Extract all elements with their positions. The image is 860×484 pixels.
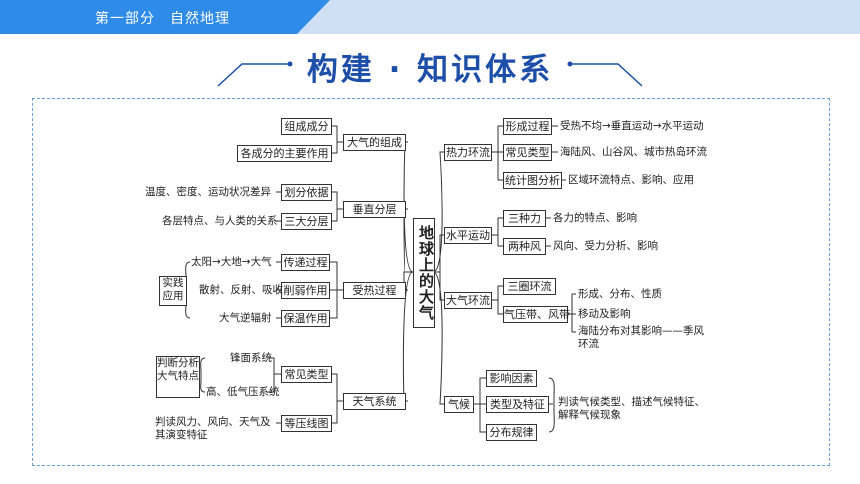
note-circulation-monsoon: 海陆分布对其影响——季风环流 [578,325,704,350]
side-analysis: 判断分析大气特点 [156,356,200,398]
note-weather-isobar: 判读风力、风向、天气及其演变特征 [155,416,271,441]
note-thermal-types: 海陆风、山谷风、城市热岛环流 [560,146,707,158]
note-weather-pressure: 高、低气压系统 [206,386,280,398]
node-horizontal-winds: 两种风 [503,238,546,255]
note-heating-transfer: 太阳→大地→大气 [191,256,272,268]
node-climate: 气候 [444,396,474,413]
note-heating-weaken: 散射、反射、吸收 [199,284,283,296]
node-layers-three: 三大分层 [281,213,332,230]
node-circulation-belts: 气压带、风带 [503,306,570,323]
note-heating-insulate: 大气逆辐射 [219,312,272,324]
node-thermal-chart: 统计图分析 [503,172,562,189]
node-thermal-types: 常见类型 [503,144,552,161]
note-horizontal-forces: 各力的特点、影响 [553,212,637,224]
node-heating: 受热过程 [343,282,406,299]
note-circulation-move: 移动及影响 [578,308,631,320]
node-weather-isobar: 等压线图 [281,415,332,432]
note-thermal-process: 受热不均→垂直运动→水平运动 [560,120,704,132]
node-climate-types: 类型及特征 [486,396,549,413]
node-composition-roles: 各成分的主要作用 [237,145,332,162]
note-horizontal-winds: 风向、受力分析、影响 [553,240,658,252]
section-label: 第一部分 自然地理 [95,11,230,27]
section-tab [0,0,330,34]
node-composition: 大气的组成 [343,134,406,151]
note-climate: 判读气候类型、描述气候特征、解释气候现象 [558,396,705,421]
node-heating-transfer: 传递过程 [281,254,330,271]
title-decoration [217,61,643,87]
node-composition-components: 组成成分 [281,118,332,135]
node-climate-distribution: 分布规律 [486,424,537,441]
diagram-frame [32,98,830,466]
node-horizontal-forces: 三种力 [503,210,546,227]
node-thermal-process: 形成过程 [503,118,552,135]
node-heating-insulate: 保温作用 [281,310,330,327]
node-climate-factors: 影响因素 [486,370,537,387]
node-layers: 垂直分层 [343,201,406,218]
node-horizontal: 水平运动 [444,227,492,244]
node-weather: 天气系统 [343,393,406,410]
note-layers-basis: 温度、密度、运动状况差异 [145,186,271,198]
note-thermal-chart: 区域环流特点、影响、应用 [568,174,694,186]
node-heating-weaken: 削弱作用 [281,282,330,299]
node-circulation: 大气环流 [444,292,492,309]
node-layers-basis: 划分依据 [281,184,332,201]
note-weather-front: 锋面系统 [230,352,272,364]
note-layers-three: 各层特点、与人类的关系 [162,215,278,227]
node-weather-types: 常见类型 [281,366,332,383]
node-circulation-three: 三圈环流 [503,278,556,295]
node-thermal: 热力环流 [444,144,492,161]
page-title: 构建 · 知识体系 [306,52,554,88]
center-topic: 地球上的大气 [413,218,435,328]
side-practice: 实践应用 [159,276,187,306]
note-circulation-form: 形成、分布、性质 [578,288,662,300]
